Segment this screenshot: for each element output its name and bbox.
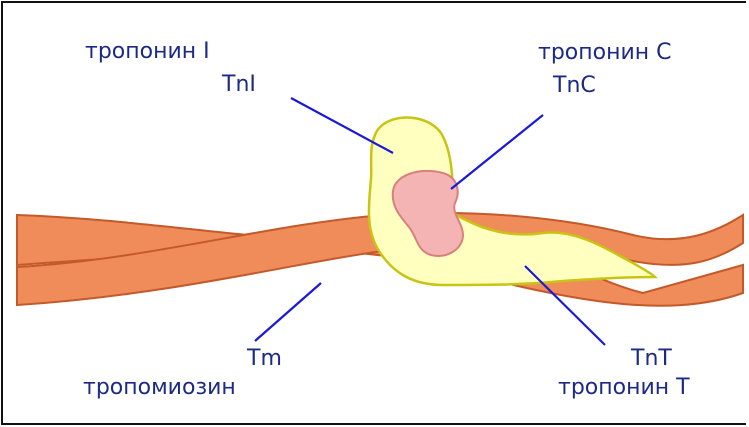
- troponin-i-abbr-label: TnI: [222, 74, 256, 96]
- tropomyosin-name-label: тропомиозин: [83, 377, 236, 399]
- troponin-t-name-label: тропонин Т: [558, 377, 690, 399]
- troponin-i-name-label: тропонин I: [85, 41, 210, 63]
- troponin-c-name-label: тропонин С: [538, 42, 672, 64]
- troponin-c-abbr-label: TnC: [553, 75, 596, 97]
- pointer-line-tni: [291, 98, 393, 153]
- pointer-line-tnc: [451, 115, 543, 189]
- troponin-t-abbr-label: TnT: [631, 348, 672, 370]
- pointer-line-tm: [255, 283, 321, 341]
- tropomyosin-abbr-label: Tm: [247, 348, 282, 370]
